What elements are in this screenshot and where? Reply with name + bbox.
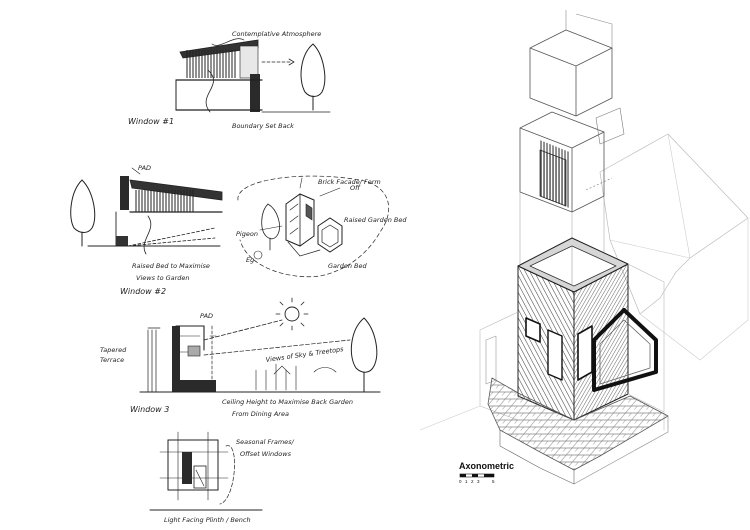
window-1-note-base: Boundary Set Back: [232, 122, 294, 130]
isometric-note-f: Eg: [246, 256, 254, 264]
window-3-note-bottom-2: From Dining Area: [232, 410, 289, 418]
window-2-note-top: PAD: [138, 164, 151, 172]
window-4-note-right-2: Offset Windows: [240, 450, 292, 458]
axo-top-box: [529, 29, 613, 117]
axo-window-left: [525, 317, 541, 343]
scale-tick-3: 3: [477, 479, 480, 484]
window-2-title: Window #2: [120, 287, 166, 296]
axonometric-title: Axonometric: [459, 461, 515, 471]
isometric-note-e: Garden Bed: [328, 262, 367, 270]
sketch-window-2: PAD Raised Bed to Maximise Views to Gard…: [70, 164, 223, 296]
window-3-sun: [275, 297, 309, 331]
axo-gable-frame: [592, 308, 658, 392]
isometric-note-c: Raised Garden Bed: [344, 216, 407, 224]
window-3-note-pad: PAD: [200, 312, 213, 320]
window-3-note-left-2: Terrace: [100, 356, 124, 364]
axonometric-scale-bar: 0 1 2 3 5: [459, 473, 495, 484]
sketch-window-3: PAD Tapered Terrace Views of Sky & Treet…: [100, 297, 381, 418]
axo-window-left-tall: [547, 329, 563, 381]
isometric-note-b: Off: [350, 184, 361, 192]
axonometric-drawing: [419, 10, 749, 485]
window-3-note-bottom-1: Ceiling Height to Maximise Back Garden: [222, 398, 353, 406]
scale-tick-2: 2: [471, 479, 474, 484]
window-1-tree: [300, 43, 326, 111]
scale-tick-5: 5: [492, 479, 495, 484]
window-2-tree: [70, 179, 96, 247]
axo-ground-pavers: [487, 377, 669, 471]
window-1-note-roof: Contemplative Atmosphere: [232, 30, 321, 38]
window-3-note-views: Views of Sky & Treetops: [265, 345, 344, 364]
window-2-note-bottom-1: Raised Bed to Maximise: [132, 262, 210, 270]
isometric-note-a: Brick Facade/ Form: [318, 178, 381, 186]
scale-tick-1: 1: [465, 479, 468, 484]
sketch-window-1: Contemplative Atmosphere Window #1 Bound…: [128, 30, 331, 130]
window-3-title: Window 3: [130, 405, 169, 414]
window-2-note-bottom-2: Views to Garden: [136, 274, 190, 282]
sketch-isometric-study: Brick Facade/ Form Off Raised Garden Bed…: [236, 175, 407, 278]
axo-window-front: [577, 325, 593, 381]
sketch-window-4: Seasonal Frames/ Offset Windows Light Fa…: [149, 431, 295, 524]
window-4-note-right-1: Seasonal Frames/: [236, 438, 295, 446]
scale-tick-0: 0: [459, 479, 462, 484]
window-3-note-left-1: Tapered: [100, 346, 127, 354]
isometric-tree: [261, 203, 280, 251]
window-1-title: Window #1: [128, 117, 174, 126]
window-4-note-bottom: Light Facing Plinth / Bench: [164, 516, 251, 524]
window-3-tree: [350, 317, 378, 393]
isometric-note-d: Pigeon: [236, 230, 258, 238]
